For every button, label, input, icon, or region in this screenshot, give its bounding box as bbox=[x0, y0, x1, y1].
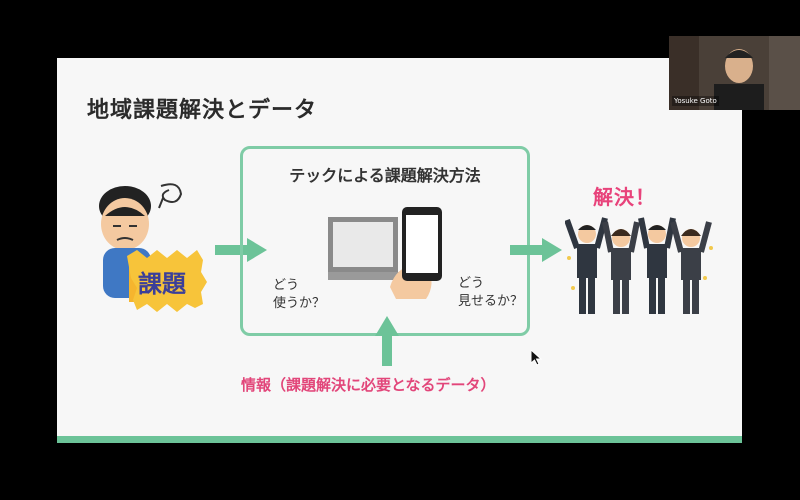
sparkle-icon bbox=[567, 246, 713, 290]
slide-title: 地域課題解決とデータ bbox=[87, 98, 318, 123]
kadai-label: 課題 bbox=[138, 270, 187, 298]
question-right-line1: どう bbox=[458, 276, 485, 291]
worried-person-illustration: 課題 bbox=[99, 183, 207, 312]
arrow-right-icon bbox=[510, 238, 562, 262]
mouse-cursor-icon bbox=[531, 350, 543, 366]
question-left-line2: 使うか？ bbox=[273, 296, 326, 311]
how-to-show-question: どう 見せるか？ bbox=[458, 275, 523, 311]
smartphone-icon bbox=[390, 207, 442, 299]
result-label: 解決！ bbox=[593, 185, 656, 209]
question-right-line2: 見せるか？ bbox=[458, 294, 524, 309]
presentation-slide: 地域課題解決とデータ 課題 テックによる課題解決方法 どう 使うか？ どう 見せ… bbox=[57, 58, 742, 443]
question-left-line1: どう bbox=[273, 278, 300, 293]
slide-footer-bar bbox=[57, 436, 742, 443]
swirl-icon bbox=[158, 183, 183, 209]
arrow-right-icon bbox=[215, 238, 267, 262]
arrow-up-icon bbox=[375, 316, 399, 366]
info-label: 情報（課題解決に必要となるデータ） bbox=[241, 376, 496, 394]
webcam-video-tile[interactable]: Yosuke Goto bbox=[669, 36, 800, 110]
celebrating-group-illustration bbox=[565, 217, 713, 314]
participant-video bbox=[669, 36, 800, 110]
how-to-use-question: どう 使うか？ bbox=[273, 277, 325, 313]
laptop-smartphone-illustration bbox=[328, 207, 442, 299]
tech-solution-box: テックによる課題解決方法 どう 使うか？ どう 見せるか？ bbox=[240, 146, 530, 336]
laptop-icon bbox=[328, 217, 401, 280]
participant-name: Yosuke Goto bbox=[672, 96, 719, 106]
box-title: テックによる課題解決方法 bbox=[289, 166, 481, 185]
